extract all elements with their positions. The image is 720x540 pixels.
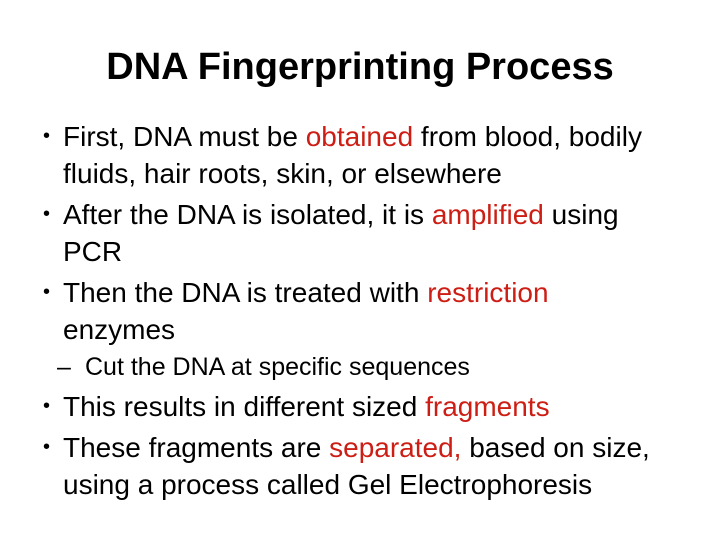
bullet-text-segment: This results in different sized [63,390,426,422]
bullet-marker: • [43,202,51,225]
slide-title: DNA Fingerprinting Process [106,46,614,88]
bullet-item: • This results in different sized fragmen… [43,388,708,425]
bullet-text: Then the DNA is treated with restriction… [63,274,549,348]
emphasized-term: fragments [425,390,550,422]
bullet-marker: • [43,435,51,458]
dash-marker: – [57,352,71,381]
bullet-text: These fragments are separated, based on … [63,429,650,503]
bullet-text-segment: Then the DNA is treated with [63,276,428,308]
emphasized-term: restriction [427,276,549,308]
emphasized-term: obtained [305,120,414,152]
bullet-item: • Then the DNA is treated with restrictio… [43,274,708,348]
bullet-text-segment: from blood, bodily fluids, hair roots, s… [63,120,642,189]
bullet-item: • First, DNA must be obtained from blood,… [43,118,708,192]
bullet-list: • First, DNA must be obtained from blood,… [0,118,720,503]
bullet-text: This results in different sized fragment… [63,388,550,425]
bullet-marker: • [43,394,51,417]
bullet-text-segment: using PCR [63,198,619,267]
sub-bullet-item: –Cut the DNA at specific sequences [43,350,708,384]
emphasized-term: amplified [431,198,544,230]
bullet-text-segment: First, DNA must be [63,120,306,152]
emphasized-term: separated, [329,431,462,463]
bullet-item: • After the DNA is isolated, it is amplif… [43,196,708,270]
bullet-text-segment: enzymes [63,313,176,345]
bullet-item: • These fragments are separated, based on… [43,429,708,503]
bullet-text-segment: These fragments are [63,431,330,463]
bullet-text-segment: After the DNA is isolated, it is [63,198,432,230]
bullet-marker: • [43,280,51,303]
bullet-text: After the DNA is isolated, it is amplifi… [63,196,619,270]
bullet-marker: • [43,124,51,147]
bullet-text: First, DNA must be obtained from blood, … [63,118,642,192]
bullet-text-segment: Cut the DNA at specific sequences [85,352,470,381]
bullet-text: Cut the DNA at specific sequences [85,350,470,384]
bullet-text-segment: based on size, using a process called Ge… [63,431,650,500]
